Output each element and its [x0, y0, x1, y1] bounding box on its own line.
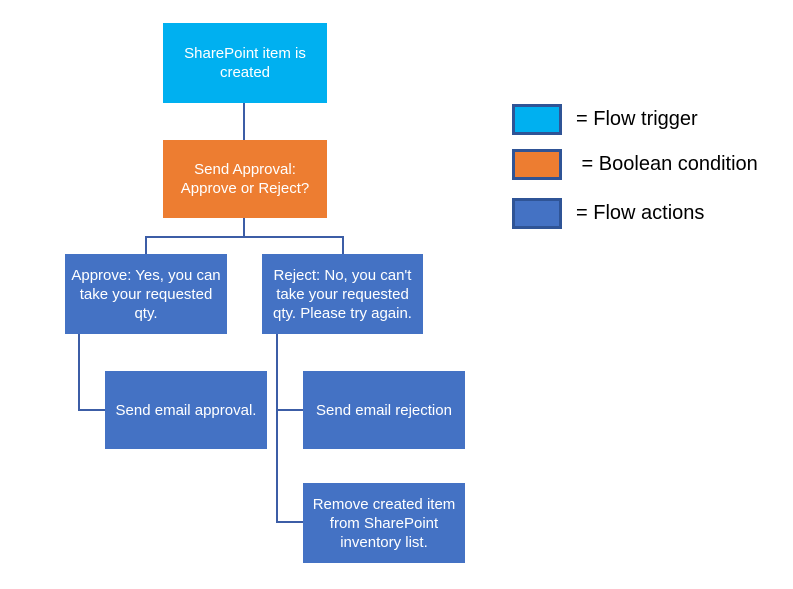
connector-branch-to-approve — [145, 236, 147, 254]
connector-trigger-to-condition — [243, 103, 245, 140]
connector-to-email-rejection — [276, 409, 303, 411]
legend-label-boolean-condition: = Boolean condition — [576, 153, 758, 175]
connector-to-remove-item — [276, 521, 303, 523]
connector-reject-down — [276, 334, 278, 523]
flow-actions-swatch — [512, 198, 562, 229]
legend-label-flow-actions: = Flow actions — [576, 202, 705, 224]
legend-item-flow-actions: = Flow actions — [512, 198, 704, 229]
flow-trigger-swatch — [512, 104, 562, 135]
node-send-email-approval: Send email approval. — [105, 371, 267, 449]
node-send-email-rejection: Send email rejection — [303, 371, 465, 449]
node-remove-created-item: Remove created item from SharePoint inve… — [303, 483, 465, 563]
legend-item-boolean-condition: = Boolean condition — [512, 149, 758, 180]
boolean-condition-swatch — [512, 149, 562, 180]
node-sharepoint-item-created: SharePoint item is created — [163, 23, 327, 103]
connector-branch-to-reject — [342, 236, 344, 254]
legend-label-flow-trigger: = Flow trigger — [576, 108, 698, 130]
connector-condition-stub — [243, 218, 245, 237]
connector-approve-down — [78, 334, 80, 411]
connector-to-email-approval — [78, 409, 105, 411]
connector-branch-bar — [145, 236, 344, 238]
node-reject-branch: Reject: No, you can't take your requeste… — [262, 254, 423, 334]
node-approve-branch: Approve: Yes, you can take your requeste… — [65, 254, 227, 334]
node-send-approval-condition: Send Approval: Approve or Reject? — [163, 140, 327, 218]
legend-item-flow-trigger: = Flow trigger — [512, 104, 698, 135]
